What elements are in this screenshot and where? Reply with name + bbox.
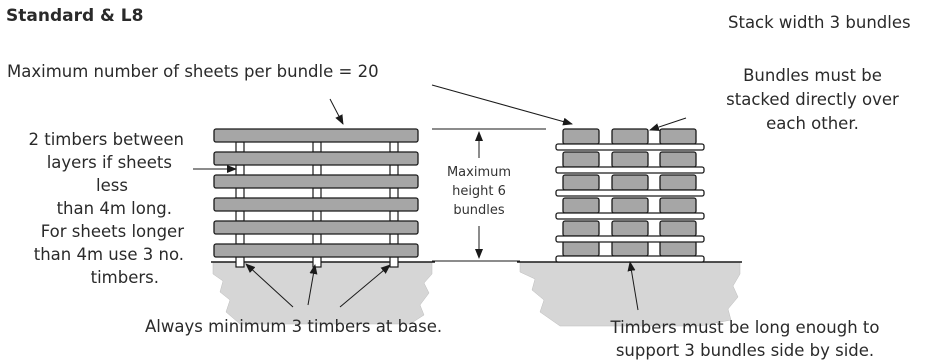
timbers-note-line: than 4m long. (56, 199, 172, 218)
timbers-note: 2 timbers between layers if sheets less … (2, 128, 184, 289)
side-view-stack (213, 128, 419, 268)
pointer-arrows (193, 84, 687, 311)
bundle-end (611, 174, 649, 191)
bundle-end (611, 220, 649, 237)
arrow-base-2 (307, 264, 318, 306)
bundle-end (611, 240, 649, 257)
support-note-line: support 3 bundles side by side. (615, 341, 875, 360)
arrow-support-note (627, 261, 639, 311)
bundle-end (562, 174, 600, 191)
bundle-end (659, 197, 697, 214)
bundle-end (659, 240, 697, 257)
bundle-end (659, 174, 697, 191)
timber (312, 233, 322, 245)
bundle-end (659, 220, 697, 237)
arrow-base-3 (339, 264, 391, 308)
timber-end (555, 189, 705, 197)
timber (389, 164, 399, 176)
max-height-line: height 6 (452, 184, 506, 199)
max-height-label: Maximum height 6 bundles (437, 163, 521, 220)
sheet-bundle (213, 197, 419, 212)
timber (312, 164, 322, 176)
bundle-end (611, 151, 649, 168)
timber (235, 210, 245, 222)
timber (235, 256, 245, 268)
timber-end (555, 235, 705, 243)
timbers-note-line: layers if sheets (46, 153, 172, 172)
timber (235, 187, 245, 199)
ground-left (212, 261, 433, 325)
bundle-end (562, 197, 600, 214)
timber (389, 210, 399, 222)
bundle-end (562, 220, 600, 237)
timber-end (555, 212, 705, 220)
bundle-end (611, 128, 649, 145)
timber (235, 233, 245, 245)
timber (235, 164, 245, 176)
sheet-bundle (213, 243, 419, 258)
support-note-line: Timbers must be long enough to (610, 318, 880, 337)
timber-end (555, 255, 705, 263)
timber (389, 141, 399, 153)
ground (211, 261, 742, 327)
stack-width-label: Stack width 3 bundles (728, 13, 911, 32)
bundles-note: Bundles must be stacked directly over ea… (705, 64, 920, 136)
timbers-note-line: than 4m use 3 no. (33, 245, 184, 264)
timber (389, 187, 399, 199)
timber (389, 256, 399, 268)
timber (312, 256, 322, 268)
bundle-end (562, 128, 600, 145)
bundle-end (659, 128, 697, 145)
timber-end (555, 143, 705, 151)
max-sheets-label: Maximum number of sheets per bundle = 20 (7, 62, 379, 81)
diagram-title: Standard & L8 (6, 6, 144, 26)
bundle-end (659, 151, 697, 168)
height-dimension (432, 128, 546, 262)
bundles-note-line: Bundles must be (743, 66, 882, 85)
end-view-stack (555, 128, 705, 263)
timber (312, 141, 322, 153)
timber-end (555, 166, 705, 174)
arrow-max-sheets (329, 98, 344, 125)
support-note: Timbers must be long enough to support 3… (570, 316, 920, 362)
max-height-line: Maximum (446, 165, 512, 180)
bundles-note-line: stacked directly over (726, 90, 899, 109)
arrow-bundles-note (649, 117, 687, 131)
bundle-end (562, 240, 600, 257)
bundle-end (562, 151, 600, 168)
arrow-base-1 (245, 263, 294, 308)
bundles-note-line: each other. (766, 114, 859, 133)
sheet-bundle (213, 174, 419, 189)
timber (389, 233, 399, 245)
sheet-bundle (213, 220, 419, 235)
timber (312, 210, 322, 222)
base-timbers-label: Always minimum 3 timbers at base. (145, 317, 443, 336)
timber (312, 187, 322, 199)
bundle-end (611, 197, 649, 214)
timbers-note-line: For sheets longer (40, 222, 184, 241)
sheet-bundle (213, 128, 419, 143)
timbers-note-line: 2 timbers between (28, 130, 184, 149)
sheet-bundle (213, 151, 419, 166)
timbers-note-line: timbers. (90, 268, 159, 287)
max-height-line: bundles (453, 203, 505, 218)
arrow-to-right-stack (431, 84, 573, 126)
timbers-note-line: less (96, 176, 128, 195)
timber (235, 141, 245, 153)
ground-right (519, 261, 741, 327)
